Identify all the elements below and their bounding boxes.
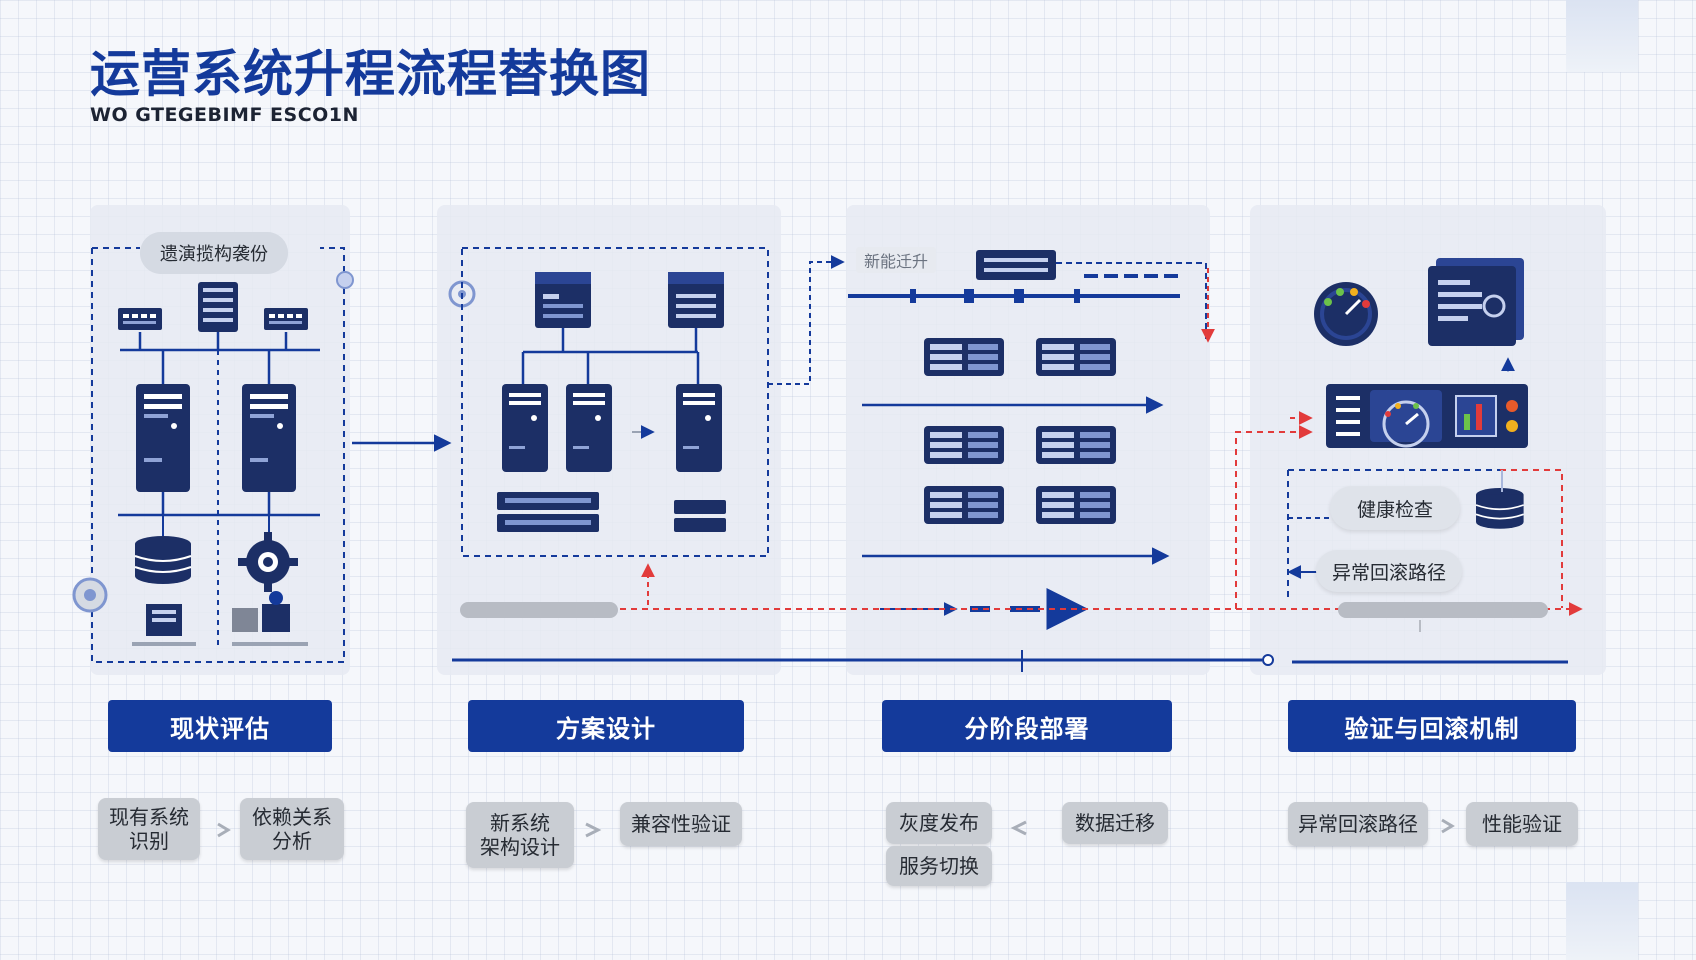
- chip-performance[interactable]: 性能验证: [1466, 802, 1578, 846]
- progress-bar: [460, 602, 618, 618]
- health-check-pill[interactable]: 健康检查: [1330, 486, 1460, 530]
- gear-icon: [238, 532, 298, 592]
- stage-button-deployment[interactable]: 分阶段部署: [882, 700, 1172, 752]
- chip-dependency-analysis[interactable]: 依赖关系 分析: [240, 798, 344, 860]
- panel-assessment: [90, 205, 350, 675]
- link-icon: [336, 271, 354, 289]
- database-icon: [134, 535, 192, 585]
- rollback-path-red: [620, 425, 1313, 610]
- chip-arrow: [217, 822, 231, 838]
- page-title: 运营系统升程流程替换图: [90, 45, 651, 103]
- chip-compatibility[interactable]: 兼容性验证: [620, 802, 742, 846]
- server-box-icon: [535, 272, 591, 328]
- panel-deployment: [846, 205, 1210, 675]
- server-tower-icon: [136, 384, 190, 492]
- stage-button-assessment[interactable]: 现状评估: [108, 700, 332, 752]
- corner-decoration-top: [1566, 0, 1638, 72]
- server-tower-icon: [566, 384, 612, 472]
- chip-service-switch[interactable]: 服务切换: [886, 846, 992, 886]
- rack-icon: [264, 308, 308, 330]
- chip-data-migration[interactable]: 数据迁移: [1062, 802, 1168, 844]
- note-legacy-backup: 遗演揽构袭份: [140, 232, 288, 274]
- gauge-icon: [1314, 282, 1378, 346]
- database-icon: [1475, 487, 1525, 530]
- stage-button-verification[interactable]: 验证与回滚机制: [1288, 700, 1576, 752]
- rack-icon: [118, 308, 162, 330]
- deploy-unit-icon: [1036, 486, 1116, 524]
- rollback-path-pill[interactable]: 异常回滚路径: [1316, 550, 1462, 592]
- assessment-frame: [91, 247, 345, 663]
- dashboard-monitor-icon: [1428, 258, 1524, 346]
- server-stack-icon: [198, 282, 238, 332]
- page-subtitle: WO GTEGEBIMF ESCO1N: [90, 104, 359, 126]
- rack-small-icon: [674, 500, 726, 532]
- chip-arrow: [1010, 820, 1027, 836]
- note-phase-migration-label: 新能迁升: [864, 252, 929, 271]
- corner-decoration-bottom: [1566, 882, 1638, 960]
- rack-cluster-icon: [497, 492, 599, 532]
- stage-label-verification: 验证与回滚机制: [1344, 714, 1520, 743]
- note-legacy-backup-label: 遗演揽构袭份: [160, 244, 268, 265]
- chip-arrow: [1441, 818, 1455, 834]
- verification-progress: [1338, 602, 1548, 618]
- note-phase-migration: 新能迁升: [856, 247, 937, 273]
- chip-arrow: [585, 822, 602, 838]
- server-tower-icon: [502, 384, 548, 472]
- chip-existing-system[interactable]: 现有系统 识别: [98, 798, 200, 860]
- phase-server-icon: [976, 250, 1056, 280]
- chip-gray-release[interactable]: 灰度发布: [886, 802, 992, 844]
- deploy-unit-icon: [924, 338, 1004, 376]
- design-to-deploy-link: [768, 255, 845, 385]
- health-check-label: 健康检查: [1356, 498, 1433, 521]
- stage-label-deployment: 分阶段部署: [964, 714, 1090, 743]
- server-box-icon: [668, 272, 724, 328]
- deploy-unit-icon: [1036, 338, 1116, 376]
- chip-rollback-path[interactable]: 异常回滚路径: [1288, 802, 1428, 846]
- legacy-machine-icon: [132, 604, 196, 646]
- stage-label-design: 方案设计: [556, 714, 656, 743]
- stage-button-design[interactable]: 方案设计: [468, 700, 744, 752]
- deploy-unit-icon: [1036, 426, 1116, 464]
- stage-label-assessment: 现状评估: [170, 714, 270, 743]
- server-tower-icon: [242, 384, 296, 492]
- control-panel-icon: [1326, 384, 1528, 448]
- deploy-unit-icon: [924, 486, 1004, 524]
- workstation-icon: [232, 591, 308, 646]
- chip-new-architecture[interactable]: 新系统 架构设计: [466, 802, 574, 868]
- rollback-path-label: 异常回滚路径: [1331, 561, 1446, 584]
- verification-frame-red: [1500, 469, 1563, 608]
- deploy-unit-icon: [924, 426, 1004, 464]
- server-tower-icon: [676, 384, 722, 472]
